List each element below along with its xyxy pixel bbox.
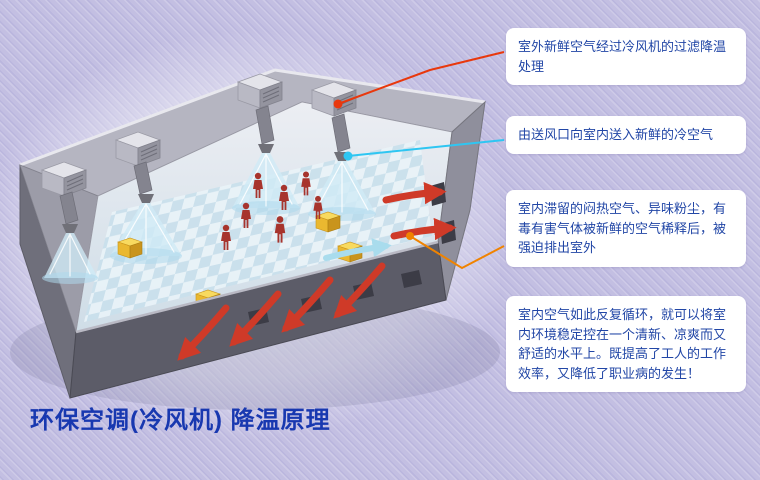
exhaust-air-arrows [177, 181, 457, 361]
callout-box-supply-air: 由送风口向室内送入新鲜的冷空气 [506, 116, 746, 154]
supply-ducts-and-cones [42, 105, 376, 284]
page-title: 环保空调(冷风机) 降温原理 [30, 407, 331, 434]
callout-text-circulation: 室内空气如此反复循环，就可以将室内环境稳定控在一个清新、凉爽而又舒适的水平上。既… [518, 307, 727, 381]
callout-text-exhaust: 室内滞留的闷热空气、异味粉尘，有毒有害气体被新鲜的空气稀释后，被强迫排出室外 [518, 201, 727, 255]
callout-text-outdoor-air: 室外新鲜空气经过冷风机的过滤降温处理 [518, 39, 727, 74]
callout-text-supply-air: 由送风口向室内送入新鲜的冷空气 [518, 127, 714, 142]
callout-box-circulation: 室内空气如此反复循环，就可以将室内环境稳定控在一个清新、凉爽而又舒适的水平上。既… [506, 296, 746, 392]
callout-box-exhaust: 室内滞留的闷热空气、异味粉尘，有毒有害气体被新鲜的空气稀释后，被强迫排出室外 [506, 190, 746, 267]
callout-box-outdoor-air: 室外新鲜空气经过冷风机的过滤降温处理 [506, 28, 746, 85]
factory-illustration [0, 30, 500, 440]
